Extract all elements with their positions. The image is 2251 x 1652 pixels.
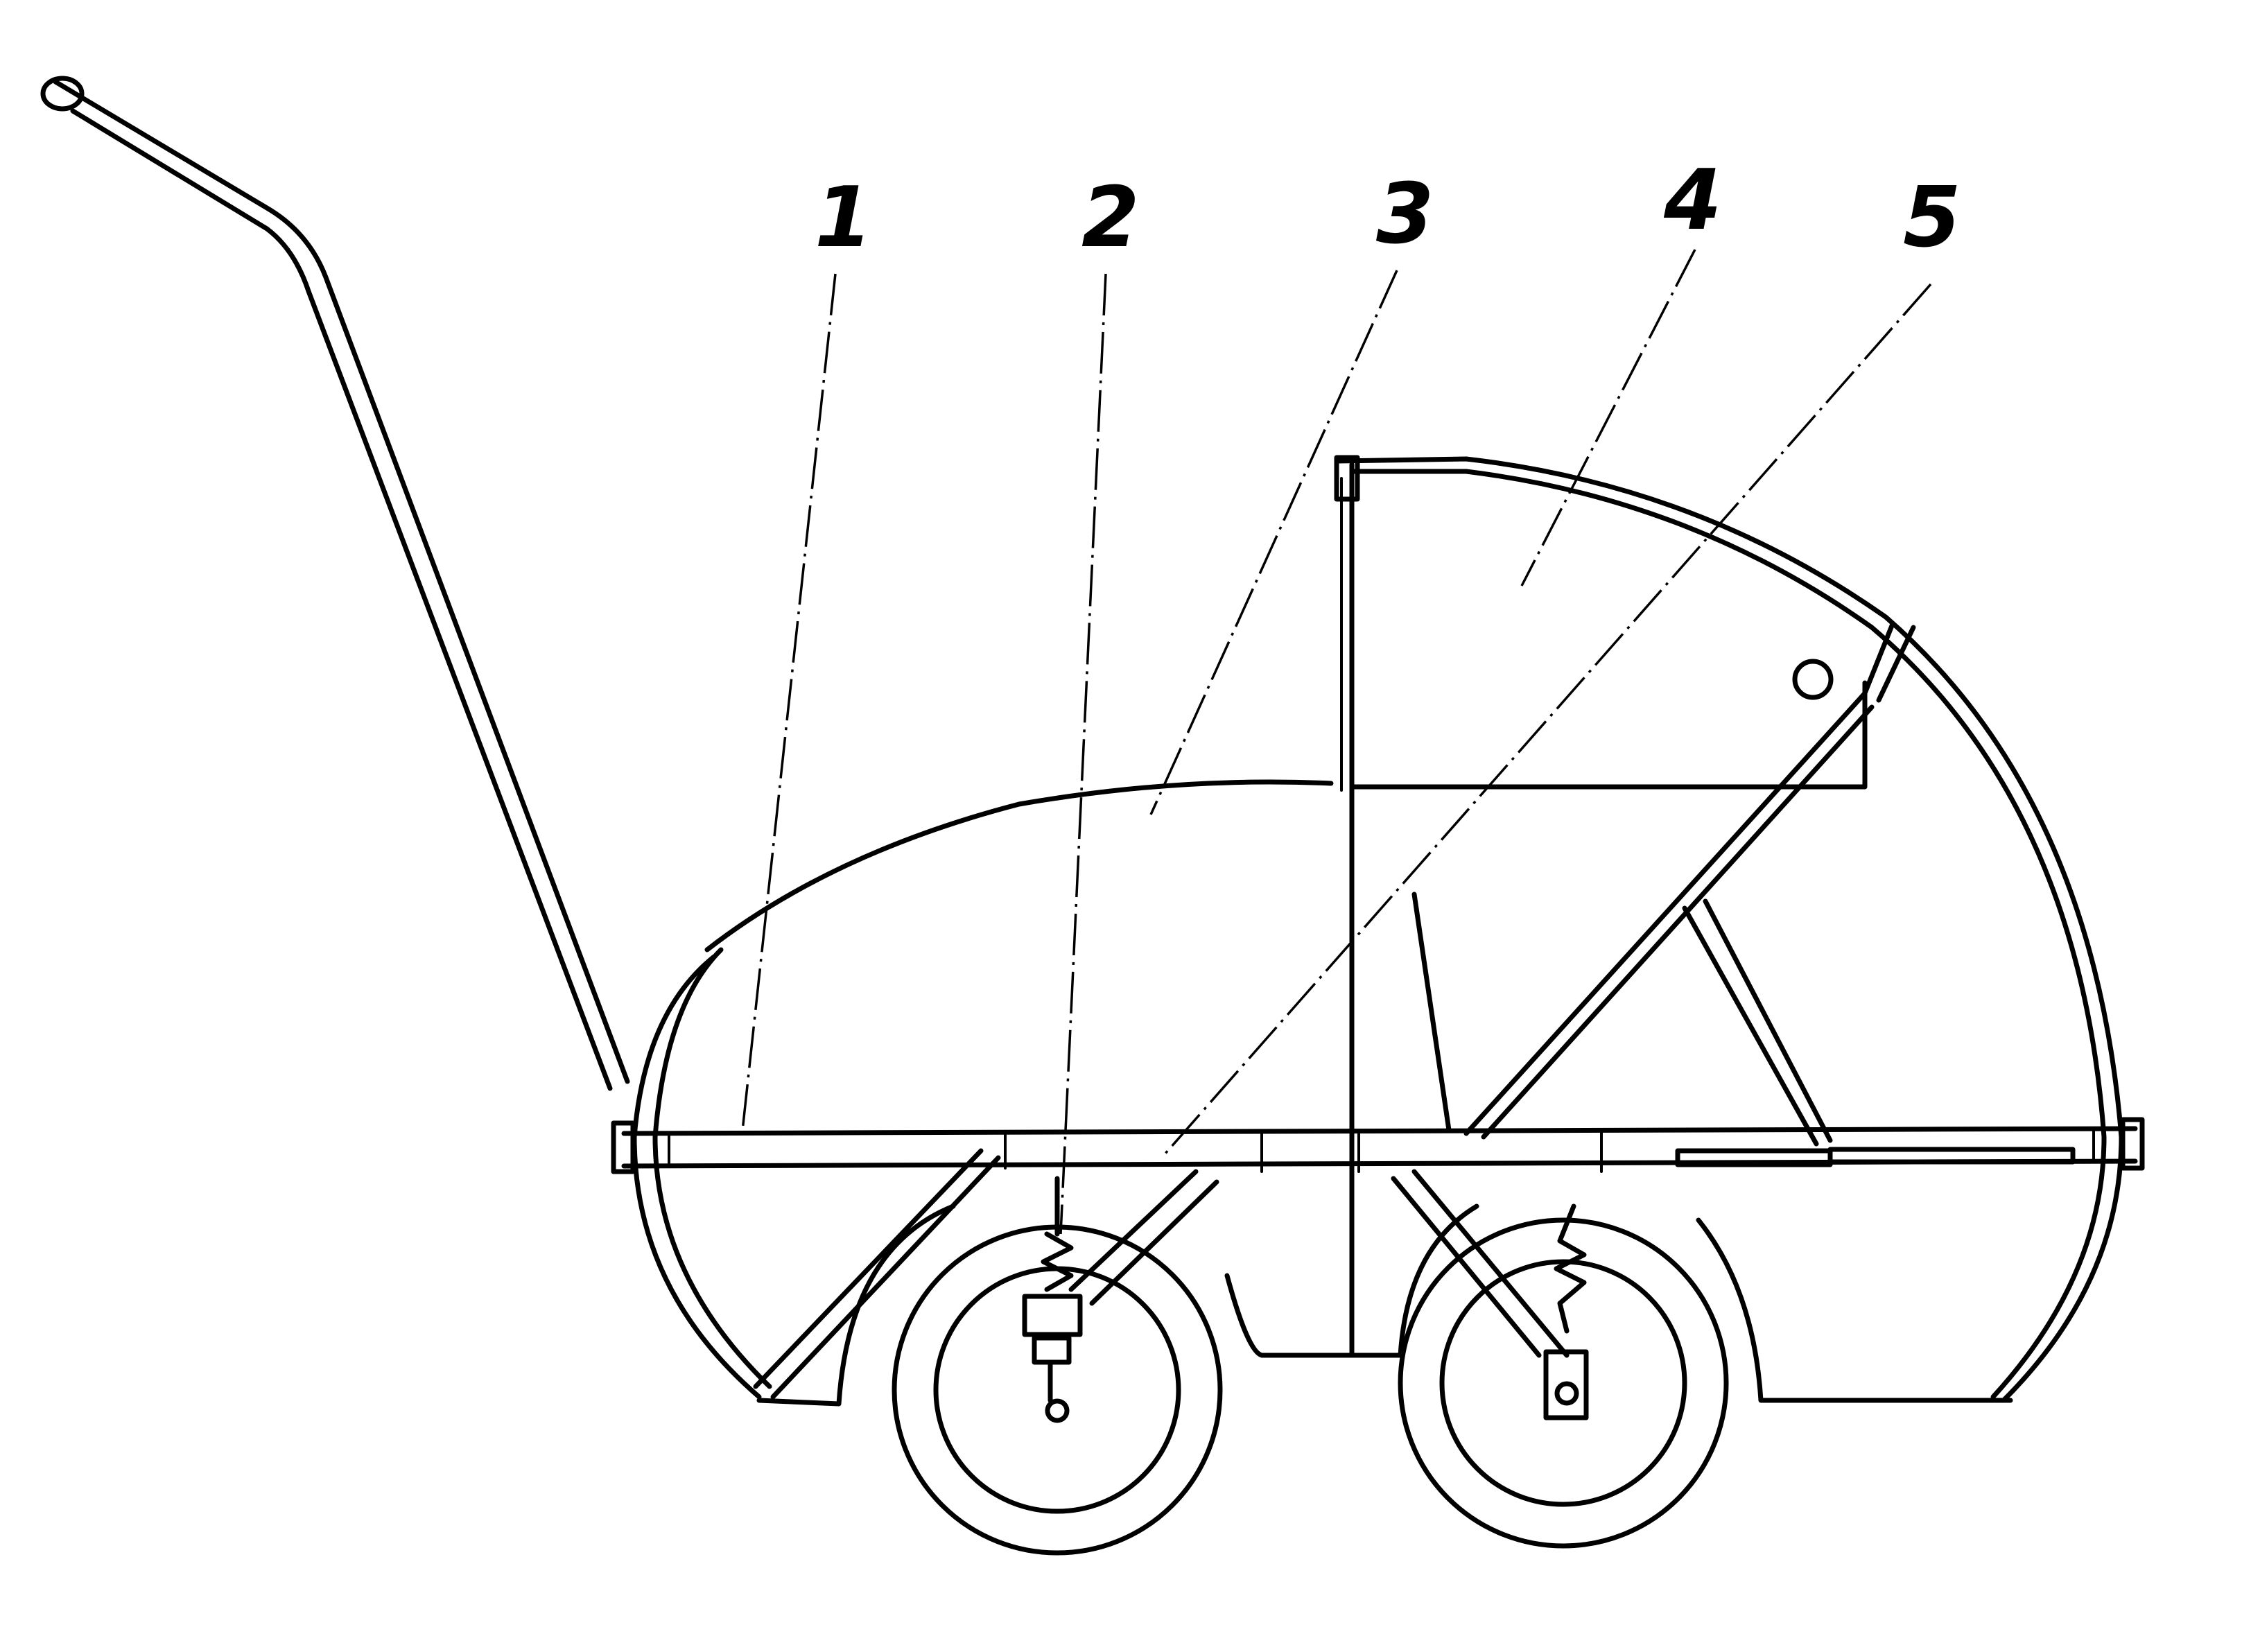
- callout-2: 2: [1081, 170, 1140, 266]
- chassis-frame: [611, 1117, 2145, 1174]
- suspension-left: [753, 1148, 1219, 1423]
- callout-4: 4: [1663, 153, 1722, 249]
- leader-lines: [740, 249, 1932, 1235]
- wheel-front: [892, 1224, 1223, 1556]
- callout-5: 5: [1903, 170, 1961, 266]
- wheel-rear: [1398, 1217, 1729, 1549]
- callout-1: 1: [815, 170, 873, 266]
- hood-struts: [1411, 621, 1916, 1147]
- callout-3: 3: [1376, 166, 1434, 263]
- callouts: 1 2 3 4 5: [815, 153, 1961, 266]
- pram-body: [632, 462, 2013, 1407]
- push-handle: [40, 76, 630, 1091]
- suspension-right: [1391, 1169, 1589, 1420]
